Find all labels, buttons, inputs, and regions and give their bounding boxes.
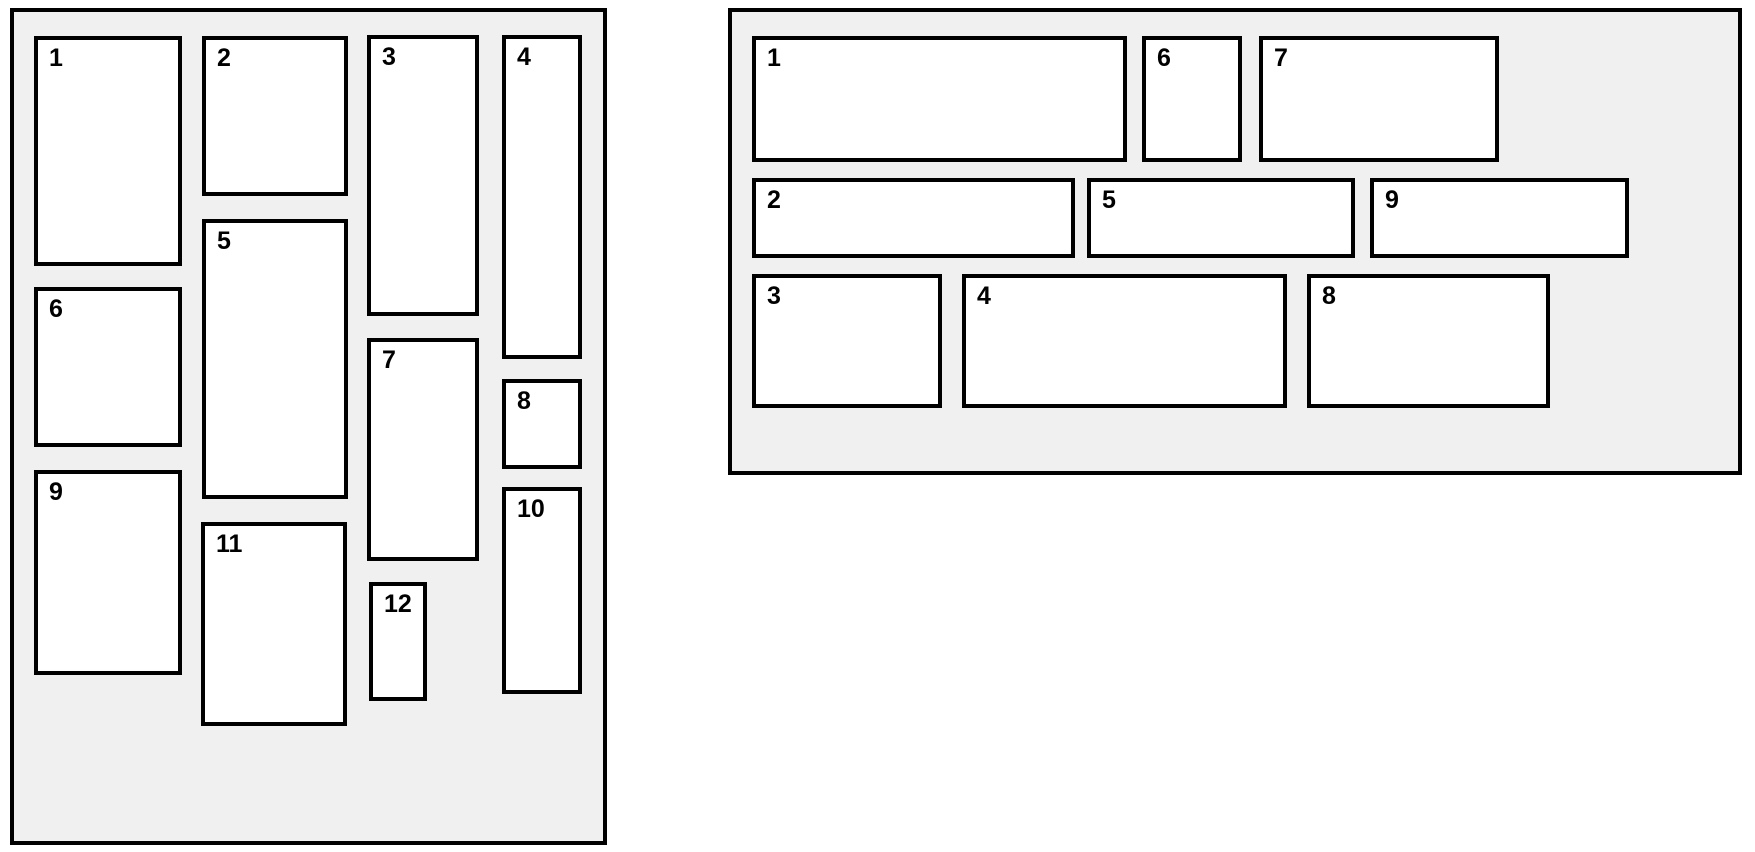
right-panel-cell-6[interactable]: 6 xyxy=(1142,36,1242,162)
left-panel-cell-11[interactable]: 11 xyxy=(201,522,347,726)
left-panel-cell-label-4: 4 xyxy=(517,43,531,71)
left-panel-cell-label-10: 10 xyxy=(517,495,545,523)
right-panel: 1 6 7 2 5 9 3 4 8 xyxy=(728,8,1742,475)
left-panel-cell-1[interactable]: 1 xyxy=(34,36,182,266)
right-panel-cell-label-9: 9 xyxy=(1385,186,1399,214)
left-panel-cell-label-7: 7 xyxy=(382,346,396,374)
right-panel-cell-label-4: 4 xyxy=(977,282,991,310)
left-panel-cell-12[interactable]: 12 xyxy=(369,582,427,701)
left-panel-cell-9[interactable]: 9 xyxy=(34,470,182,675)
right-panel-cell-label-7: 7 xyxy=(1274,44,1288,72)
left-panel-cell-label-6: 6 xyxy=(49,295,63,323)
left-panel-cell-10[interactable]: 10 xyxy=(502,487,582,694)
right-panel-cell-2[interactable]: 2 xyxy=(752,178,1075,258)
right-panel-cell-1[interactable]: 1 xyxy=(752,36,1127,162)
left-panel-cell-4[interactable]: 4 xyxy=(502,35,582,359)
left-panel-cell-3[interactable]: 3 xyxy=(367,35,479,316)
right-panel-cell-7[interactable]: 7 xyxy=(1259,36,1499,162)
right-panel-cell-label-2: 2 xyxy=(767,186,781,214)
right-panel-cell-label-6: 6 xyxy=(1157,44,1171,72)
left-panel-cell-label-8: 8 xyxy=(517,387,531,415)
right-panel-cell-3[interactable]: 3 xyxy=(752,274,942,408)
left-panel-cell-label-11: 11 xyxy=(216,530,243,558)
right-panel-cell-label-8: 8 xyxy=(1322,282,1336,310)
left-panel-cell-label-1: 1 xyxy=(49,44,63,72)
left-panel-cell-2[interactable]: 2 xyxy=(202,36,348,196)
left-panel-cell-6[interactable]: 6 xyxy=(34,287,182,447)
right-panel-cell-label-5: 5 xyxy=(1102,186,1116,214)
right-panel-cell-8[interactable]: 8 xyxy=(1307,274,1550,408)
right-panel-cell-label-3: 3 xyxy=(767,282,781,310)
left-panel-cell-label-5: 5 xyxy=(217,227,231,255)
left-panel-cell-label-3: 3 xyxy=(382,43,396,71)
left-panel-cell-5[interactable]: 5 xyxy=(202,219,348,499)
left-panel-cell-7[interactable]: 7 xyxy=(367,338,479,561)
right-panel-cell-4[interactable]: 4 xyxy=(962,274,1287,408)
left-panel-cell-label-2: 2 xyxy=(217,44,231,72)
right-panel-cell-label-1: 1 xyxy=(767,44,781,72)
right-panel-cell-9[interactable]: 9 xyxy=(1370,178,1629,258)
left-panel-cell-8[interactable]: 8 xyxy=(502,379,582,469)
right-panel-cell-5[interactable]: 5 xyxy=(1087,178,1355,258)
left-panel-cell-label-9: 9 xyxy=(49,478,63,506)
left-panel-cell-label-12: 12 xyxy=(384,590,412,618)
